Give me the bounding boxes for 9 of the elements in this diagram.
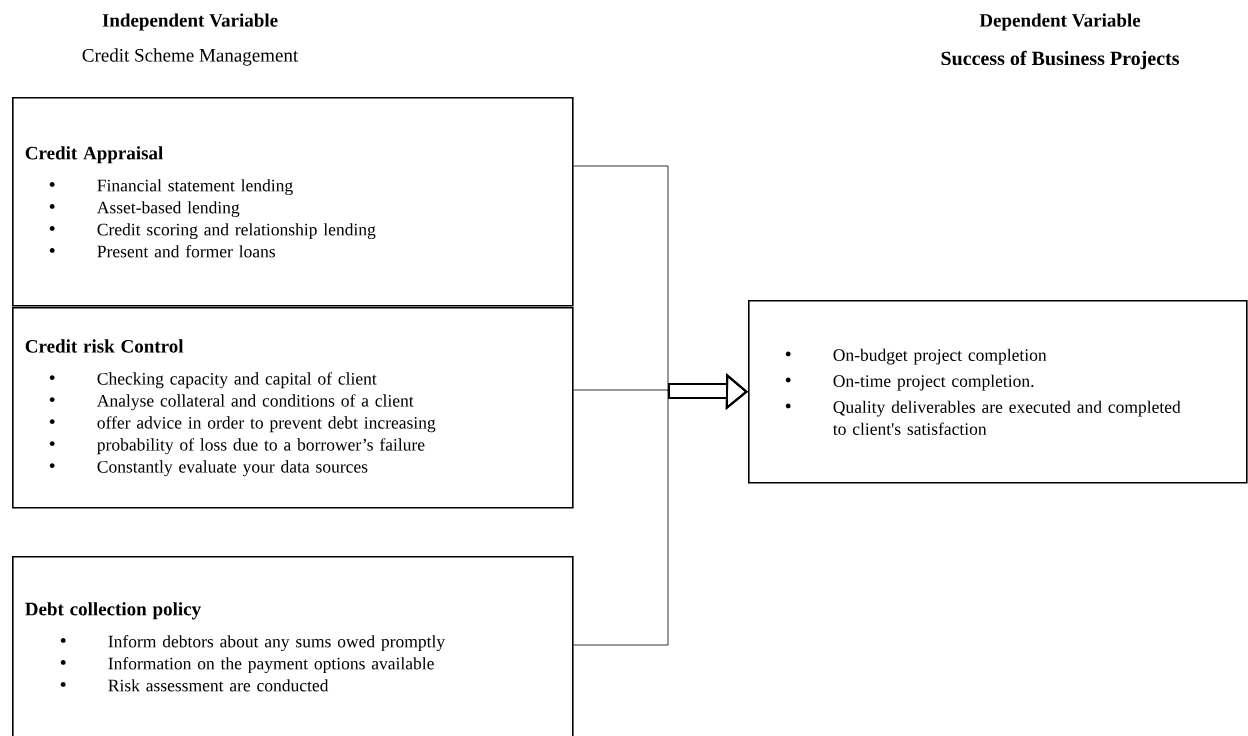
subheading: Credit Scheme Management [82, 48, 299, 66]
variable-box: Debt collection policy Inform debtors about any sums owed promptly Information on the payment options available Risk assessment are conducted [12, 556, 574, 736]
heading: Success of Business Projects [941, 50, 1180, 70]
variable-box: Credit Appraisal Financial statement lending Asset-based lending Credit scoring and relationship lending Present and former loans [12, 97, 574, 307]
arrow-shaft [668, 383, 728, 399]
variable-box: Credit risk Control Checking capacity and capital of client Analyse collateral and conditions of a client offer advice in order to prevent debt increasing probability of loss due to a borrower’s failure Constantly evaluate your data sources [12, 307, 574, 509]
heading: Dependent Variable [979, 13, 1141, 31]
heading: Independent Variable [102, 13, 278, 31]
variable-box: On-budget project completion On-time project completion. Quality deliverables are executed and completed to client's satisfaction [748, 300, 1248, 484]
